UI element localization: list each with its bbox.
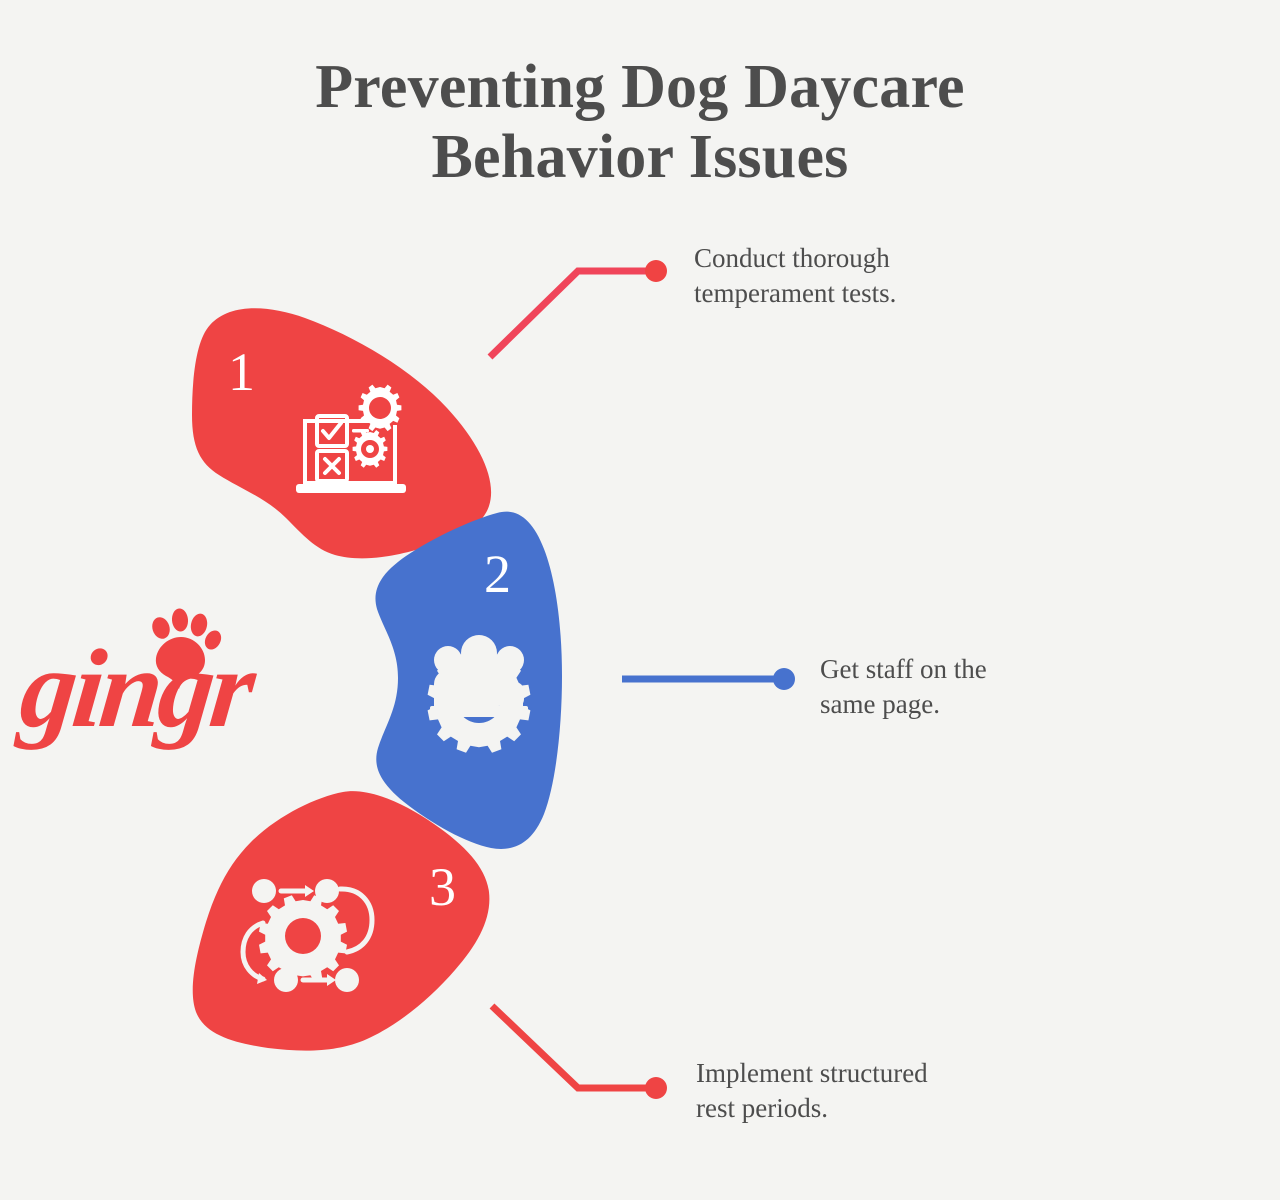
gingr-logo[interactable]: gingr [12, 608, 262, 751]
connector-1-line [487, 267, 648, 360]
connector-3-dot [645, 1077, 667, 1099]
connector-3 [489, 1003, 667, 1099]
callout-text-1: Conduct thorough temperament tests. [694, 243, 897, 308]
step-number-2: 2 [484, 544, 511, 604]
step-2-group[interactable] [375, 511, 562, 849]
callout-text-2: Get staff on the same page. [820, 654, 987, 719]
laptop-checklist-gears-icon [296, 384, 406, 493]
connector-1-dot [645, 260, 667, 282]
connector-2 [622, 668, 795, 690]
paw-print-icon [152, 608, 222, 689]
step-1-group[interactable] [192, 308, 492, 559]
step-number-3: 3 [429, 857, 456, 917]
step-3-blob[interactable] [192, 791, 490, 1051]
workflow-gear-icon [240, 879, 375, 992]
callout-text-3: Implement structured rest periods. [696, 1058, 928, 1123]
gingr-wordmark: gingr [12, 627, 262, 751]
connector-1 [487, 260, 667, 360]
step-number-1: 1 [228, 342, 255, 402]
step-3-group[interactable] [192, 791, 490, 1051]
team-gear-icon [427, 635, 531, 753]
connector-2-dot [773, 668, 795, 690]
connector-3-line [489, 1003, 648, 1092]
step-1-blob[interactable] [192, 308, 492, 559]
